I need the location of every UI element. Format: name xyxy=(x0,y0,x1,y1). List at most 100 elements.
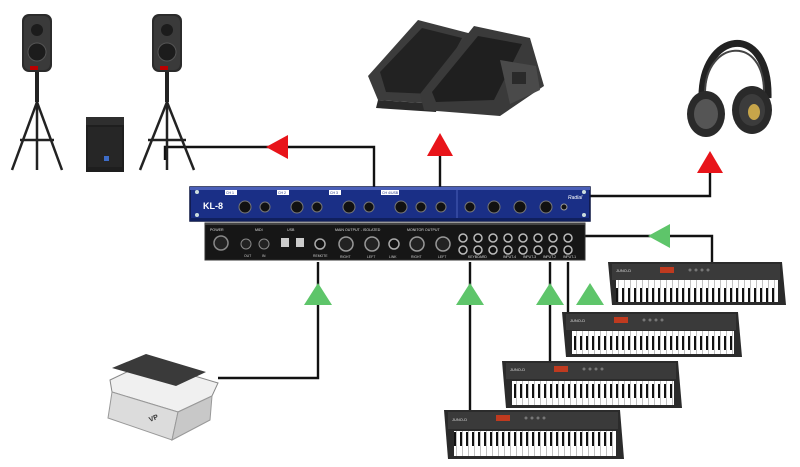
section-label: MONITOR OUTPUT xyxy=(407,228,440,232)
usb-port xyxy=(281,238,289,247)
remote-jack xyxy=(314,238,326,250)
input-jack xyxy=(518,245,528,255)
usb-port xyxy=(296,238,304,247)
section-label: INPUT-3 xyxy=(523,255,536,259)
xlr-out-left xyxy=(364,236,380,252)
input-jack xyxy=(533,245,543,255)
radial-logo: Radial xyxy=(568,195,583,201)
section-label: MAIN OUTPUT - ISOLATED xyxy=(335,228,381,232)
channel-strip: CH 3 xyxy=(329,190,375,214)
input-jack xyxy=(488,245,498,255)
pa-speaker-icon xyxy=(10,14,64,171)
port-label: IN xyxy=(262,254,266,258)
input-jack xyxy=(518,233,528,243)
level-knob[interactable] xyxy=(238,200,252,214)
front-panel: KL-8 CH 1 CH 2 CH 3 CH 4/USB xyxy=(189,186,591,222)
keyboard-model: JUNO-D xyxy=(616,268,631,273)
cable-input-1 xyxy=(580,234,714,262)
volume-pedal-icon: VP xyxy=(107,354,219,441)
section-label: INPUT-4 xyxy=(503,255,516,259)
input-jack xyxy=(548,245,558,255)
port-label: LEFT xyxy=(367,255,375,259)
port-label: LINK xyxy=(389,255,397,259)
channel-label: CH 4/USB xyxy=(382,191,399,195)
output-arrow-monitor xyxy=(427,133,453,156)
section-label: KEYBOARD xyxy=(468,255,487,259)
xlr-out-right xyxy=(338,236,354,252)
output-arrow-phones xyxy=(697,151,723,173)
phones-knob[interactable] xyxy=(539,200,553,214)
channel-label: CH 2 xyxy=(278,191,286,195)
aux-knob[interactable] xyxy=(435,201,447,213)
section-label: POWER xyxy=(210,228,224,232)
input-jack xyxy=(533,233,543,243)
xlr-monitor-left xyxy=(435,236,451,252)
keyboard-icon: JUNO-D xyxy=(562,312,742,357)
input-jack xyxy=(548,233,558,243)
input-arrow-pedal xyxy=(304,283,332,305)
xlr-monitor-right xyxy=(409,236,425,252)
input-jack xyxy=(503,245,513,255)
section-label: INPUT-2 xyxy=(543,255,556,259)
input-arrow-kb4 xyxy=(456,283,484,305)
power-connector xyxy=(213,235,229,251)
input-jack xyxy=(563,245,573,255)
port-label: LEFT xyxy=(438,255,446,259)
keyboard-icon: JUNO-D xyxy=(502,361,682,408)
keyboard-icon: JUNO-D xyxy=(608,262,786,305)
output-arrow-main xyxy=(266,135,288,159)
stage-monitor-icon xyxy=(420,26,544,116)
keyboard-model: JUNO-D xyxy=(570,318,585,323)
channel-strip: CH 4/USB xyxy=(381,190,447,214)
level-knob[interactable] xyxy=(290,200,304,214)
port-label: RIGHT xyxy=(340,255,351,259)
aux-return-knob[interactable] xyxy=(464,201,476,213)
subwoofer-icon xyxy=(86,117,124,172)
input-jack xyxy=(458,245,468,255)
input-arrow-kb1 xyxy=(648,224,670,248)
section-label: USB xyxy=(287,228,295,232)
input-jack xyxy=(473,233,483,243)
channel-label: CH 3 xyxy=(330,191,338,195)
keyboard-model: JUNO-D xyxy=(452,417,467,422)
pa-speaker-icon xyxy=(138,14,196,171)
keyboard-model: JUNO-D xyxy=(510,367,525,372)
aux-knob[interactable] xyxy=(363,201,375,213)
main-out-knob[interactable] xyxy=(513,200,527,214)
pedal-label: VP xyxy=(148,414,160,424)
input-arrows xyxy=(304,224,670,305)
midi-in-port xyxy=(258,238,270,250)
port-label: RIGHT xyxy=(411,255,422,259)
usb-knob[interactable] xyxy=(415,201,427,213)
input-jack xyxy=(473,245,483,255)
midi-out-port xyxy=(240,238,252,250)
input-jack xyxy=(488,233,498,243)
channel-label: CH 1 xyxy=(226,191,234,195)
input-arrow-kb2 xyxy=(576,283,604,305)
rear-panel: POWER MIDI OUT IN USB REMOTE MAIN OUTPUT… xyxy=(204,222,586,261)
port-label: REMOTE xyxy=(313,254,328,258)
port-label: OUT xyxy=(244,254,251,258)
level-knob[interactable] xyxy=(394,200,408,214)
aux-knob[interactable] xyxy=(311,201,323,213)
link-jack xyxy=(388,238,400,250)
level-knob[interactable] xyxy=(342,200,356,214)
cable-phones-out xyxy=(580,165,712,198)
headphones-icon xyxy=(687,39,772,137)
cable-pedal-in xyxy=(218,262,320,380)
input-jack xyxy=(458,233,468,243)
section-label: MIDI xyxy=(255,228,263,232)
input-jack xyxy=(503,233,513,243)
channel-strip: CH 2 xyxy=(277,190,323,214)
input-jack xyxy=(563,233,573,243)
channel-strip: CH 1 xyxy=(225,190,271,214)
keyboard-icon: JUNO-D xyxy=(444,410,624,459)
front-brand: KL-8 xyxy=(203,201,223,211)
monitor-out-knob[interactable] xyxy=(487,200,501,214)
section-label: INPUT-1 xyxy=(563,255,576,259)
output-arrows xyxy=(266,133,723,173)
input-arrow-kb3 xyxy=(536,283,564,305)
aux-knob[interactable] xyxy=(259,201,271,213)
phones-jack xyxy=(560,203,568,211)
